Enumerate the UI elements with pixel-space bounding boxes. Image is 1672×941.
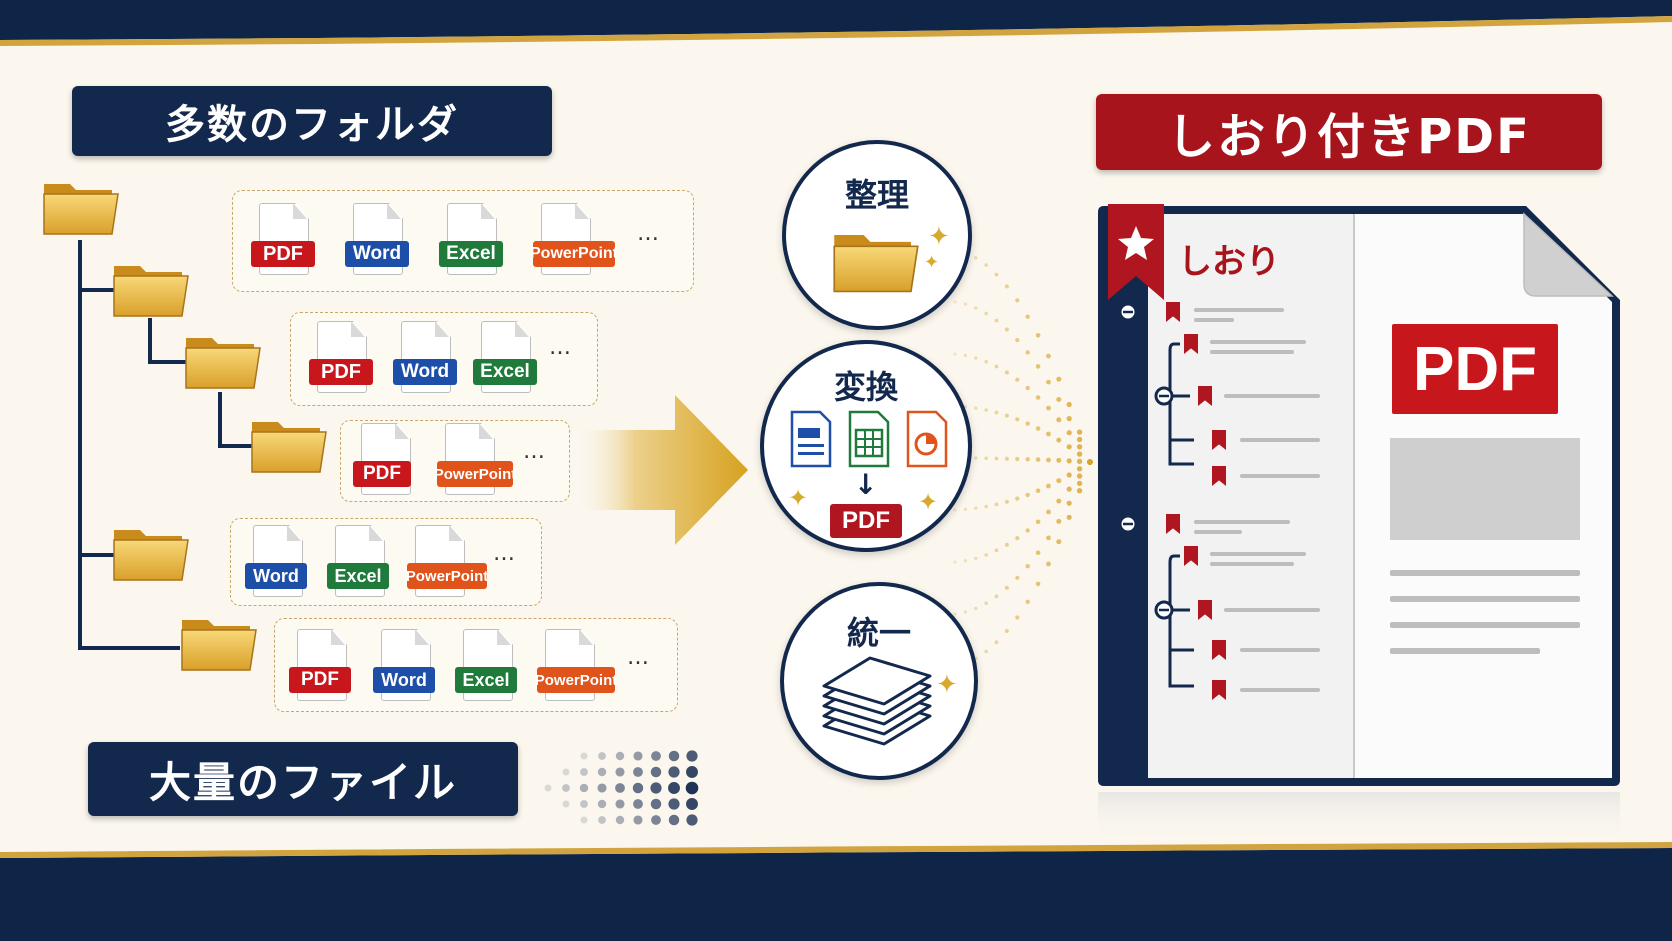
convert-step-circle: 変換 ↓ PDF ✦ ✦ — [760, 340, 972, 552]
unify-step-circle: 統一 ✦ — [780, 582, 978, 780]
excel-file-icon: Excel — [455, 629, 519, 705]
powerpoint-file-icon: PowerPoint — [434, 423, 516, 499]
folder-icon — [43, 184, 119, 235]
bookmarked-pdf-document: しおり — [1094, 204, 1624, 842]
pdf-file-icon: PDF — [309, 321, 373, 397]
powerpoint-file-icon: PowerPoint — [530, 203, 618, 279]
folder-icon — [113, 266, 189, 317]
many-files-label: 大量のファイル — [88, 742, 518, 816]
down-arrow-icon: ↓ — [854, 468, 878, 501]
sparkle-icon: ✦ — [936, 670, 958, 700]
folder-icon — [113, 530, 189, 581]
star-ribbon-icon — [1108, 204, 1164, 300]
sparkle-icon: ✦ — [918, 488, 939, 516]
many-folders-label: 多数のフォルダ — [72, 86, 552, 156]
pdf-file-icon: PDF — [251, 203, 315, 279]
sparkle-icon: ✦ — [788, 484, 809, 512]
excel-file-icon: Excel — [473, 321, 537, 397]
more-files-ellipsis: … — [627, 645, 651, 670]
pdf-badge: PDF — [1392, 324, 1558, 414]
document-conversion-icon — [790, 410, 948, 468]
folder-tree-lines — [78, 240, 256, 650]
file-group: PDF Word Excel … — [290, 312, 598, 406]
bookmark-icon — [1166, 302, 1180, 322]
more-files-ellipsis: … — [493, 541, 517, 566]
word-file-icon: Word — [245, 525, 309, 601]
convert-step-label: 変換 — [833, 368, 898, 406]
unify-step-label: 統一 — [846, 614, 911, 652]
more-files-ellipsis: … — [523, 439, 547, 464]
bookmark-icon — [1212, 640, 1226, 660]
sparkle-icon: ✦ — [924, 252, 940, 273]
image-placeholder — [1390, 438, 1580, 540]
folder-icon — [185, 338, 261, 389]
organize-step-circle: 整理 ✦ ✦ — [782, 140, 972, 330]
bookmark-icon — [1212, 430, 1226, 450]
organize-step-label: 整理 — [844, 176, 909, 214]
bookmark-icon — [1166, 514, 1180, 534]
pdf-file-icon: PDF — [353, 423, 417, 499]
folder-icon — [181, 620, 257, 671]
more-files-ellipsis: … — [549, 335, 573, 360]
excel-file-icon: Excel — [327, 525, 391, 601]
pdf-result-badge: PDF — [830, 504, 902, 538]
more-files-ellipsis: … — [637, 221, 661, 246]
folder-icon — [833, 235, 919, 293]
bookmark-icon — [1212, 466, 1226, 486]
bookmark-tree — [1118, 294, 1194, 706]
file-group: Word Excel PowerPoint … — [230, 518, 542, 606]
converge-dots — [953, 248, 1093, 668]
excel-file-icon: Excel — [439, 203, 503, 279]
bookmarked-pdf-label: しおり付きPDF — [1096, 94, 1602, 170]
word-file-icon: Word — [345, 203, 409, 279]
word-file-icon: Word — [373, 629, 437, 705]
paper-stack-icon — [822, 656, 932, 746]
file-group: PDF Word Excel PowerPoint … — [274, 618, 678, 712]
powerpoint-file-icon: PowerPoint — [535, 629, 617, 705]
dotted-arrow — [544, 750, 699, 826]
file-group: PDF Word Excel PowerPoint … — [232, 190, 694, 292]
bookmark-icon — [1198, 600, 1212, 620]
word-file-icon: Word — [393, 321, 457, 397]
bookmark-icon — [1184, 334, 1198, 354]
sparkle-icon: ✦ — [928, 222, 950, 252]
file-group: PDF PowerPoint … — [340, 420, 570, 502]
bookmark-icon — [1212, 680, 1226, 700]
pdf-file-icon: PDF — [289, 629, 353, 705]
bookmark-icon — [1198, 386, 1212, 406]
bookmark-icon — [1184, 546, 1198, 566]
bookmarks-panel-title: しおり — [1178, 242, 1280, 282]
process-arrow — [575, 395, 748, 545]
powerpoint-file-icon: PowerPoint — [406, 525, 488, 601]
folder-icon — [251, 422, 327, 473]
